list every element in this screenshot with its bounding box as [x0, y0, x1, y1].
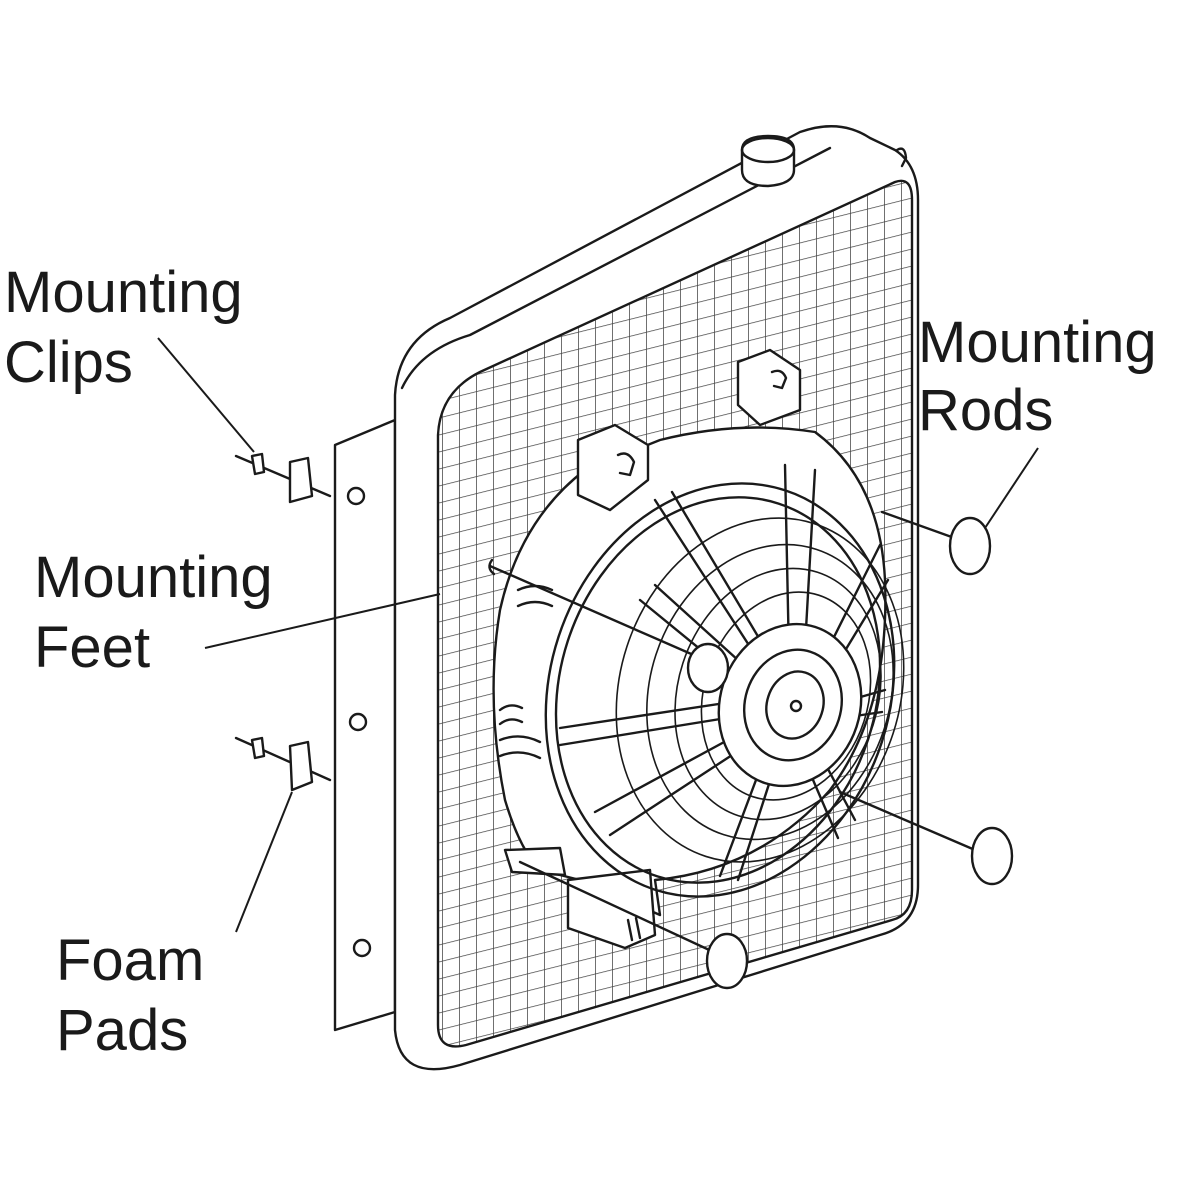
fan-guard-rings [615, 517, 905, 863]
mounting-clips [234, 452, 332, 792]
mounting-clip-icon [250, 736, 266, 760]
foam-pad [970, 826, 1014, 886]
leader-pads [235, 791, 293, 933]
flange-hole [352, 938, 372, 958]
mounting-clip-pad [288, 740, 314, 792]
shroud-tab-top [736, 348, 802, 427]
label-mounting-clips-line2: Clips [4, 330, 133, 395]
foam-pad [686, 642, 730, 694]
mounting-rod [488, 564, 707, 662]
leader-clips [157, 337, 255, 453]
label-mounting-feet-line2: Feet [34, 615, 150, 680]
mounting-clip-icon [250, 452, 266, 476]
radiator-cap-icon [740, 134, 908, 188]
leader-rods [984, 447, 1039, 529]
radiator-top-tank-line [400, 146, 832, 390]
label-mounting-feet-line1: Mounting [34, 545, 273, 610]
label-mounting-rods-line2: Rods [918, 378, 1053, 443]
label-mounting-clips-line1: Mounting [4, 260, 243, 325]
mounting-clip-pad [288, 456, 314, 504]
label-foam-pads-line2: Pads [56, 998, 188, 1063]
mounting-rod [838, 790, 977, 852]
foam-pad [705, 932, 749, 990]
label-mounting-rods-line1: Mounting [918, 310, 1157, 375]
leader-feet [204, 593, 441, 649]
flange-hole [346, 486, 366, 506]
foam-pads [686, 516, 1014, 990]
rod-end [488, 558, 496, 576]
shroud-tab-upper-left [576, 423, 650, 512]
shroud-tab-bottom [566, 868, 657, 950]
flange-hole [348, 712, 368, 732]
shroud-slots [498, 584, 567, 877]
mounting-rods [488, 510, 977, 957]
label-foam-pads-line1: Foam [56, 928, 204, 993]
foam-pad [948, 516, 992, 576]
mounting-rod [880, 510, 962, 542]
mounting-rod [518, 860, 722, 957]
side-flange [333, 418, 397, 1032]
leader-lines [157, 337, 1039, 933]
